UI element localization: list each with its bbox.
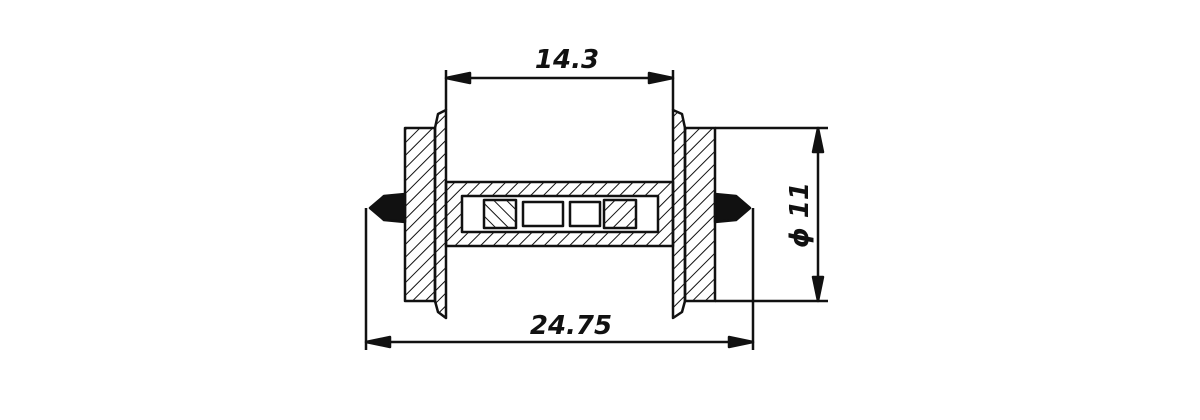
dimension-label-overall-length: 24.75 <box>530 311 612 341</box>
arrowhead-left <box>364 335 392 349</box>
right-axle-tip <box>713 192 752 224</box>
left-axle-tip <box>368 192 407 224</box>
dimension-overall-length <box>364 208 755 350</box>
left-wheel-hub <box>403 126 437 303</box>
left-wheel-flange <box>433 108 448 320</box>
arrowhead-right <box>647 71 675 85</box>
arrowhead-right <box>727 335 755 349</box>
dimension-wheel-diameter <box>715 126 828 303</box>
dimension-label-back-to-back: 14.3 <box>535 45 599 75</box>
arrowhead-top <box>811 126 825 154</box>
arrowhead-left <box>444 71 472 85</box>
axle-window-right <box>568 200 602 228</box>
right-wheel-flange <box>671 108 687 320</box>
arrowhead-bottom <box>811 275 825 303</box>
axle <box>444 180 675 248</box>
axle-right-bearing <box>602 198 638 230</box>
right-wheel <box>671 108 752 320</box>
left-wheel <box>368 108 448 320</box>
dimension-label-wheel-diameter: ϕ 11 <box>785 182 815 248</box>
axle-window-left <box>521 200 565 228</box>
dimension-back-to-back <box>444 70 675 110</box>
right-wheel-hub <box>683 126 717 303</box>
axle-left-bearing <box>482 198 518 230</box>
